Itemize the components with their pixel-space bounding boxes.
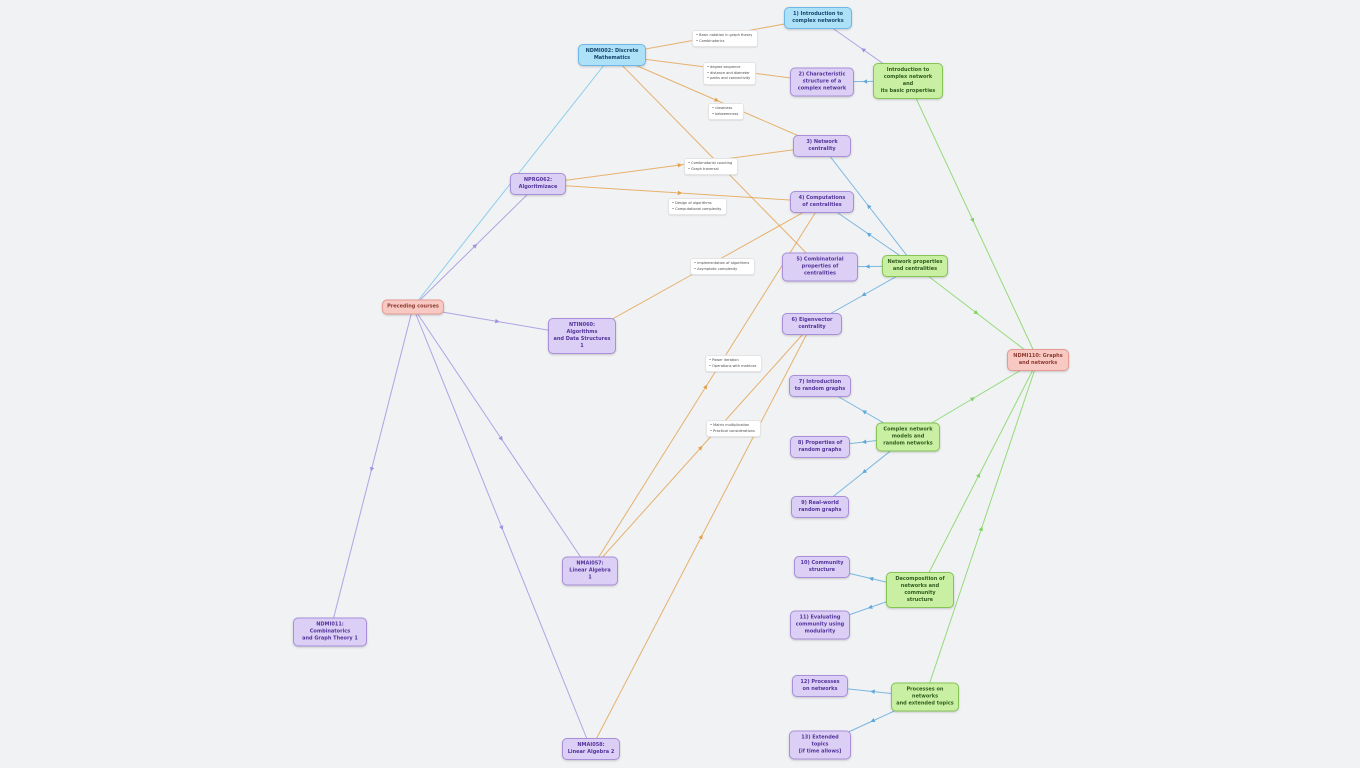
- edge-label-item: • Combinatorial counting: [688, 161, 733, 165]
- edge-g2-ndmi110: [914, 265, 1039, 361]
- node-ndmi011[interactable]: NDMI011: Combinatorics and Graph Theory …: [293, 617, 367, 647]
- node-g1[interactable]: Introduction to complex network and its …: [873, 63, 943, 99]
- edge-label-item: • Combinatorics: [696, 38, 725, 43]
- node-l13[interactable]: 13) Extended topics [if time allows]: [789, 730, 851, 760]
- node-nprg062[interactable]: NPRG062: Algoritmizace: [510, 173, 566, 195]
- edge-label-item: • Power iteration: [709, 358, 739, 362]
- edge-g2-l3: [821, 145, 916, 267]
- edge-label-5: • Design of algorithms• Computational co…: [668, 198, 728, 216]
- node-g2[interactable]: Network properties and centralities: [882, 255, 948, 277]
- edge-label-item: • Matrix multiplication: [710, 423, 750, 427]
- edge-nprg062-l3: [537, 145, 823, 185]
- edge-g1-ndmi110: [907, 80, 1039, 361]
- edge-label-item: • betweenness: [712, 111, 739, 116]
- edge-label-item: • paths and connectivity: [707, 76, 751, 81]
- edge-label-item: • Operations with matrices: [709, 363, 757, 368]
- edge-label-2: • degree sequence• distance and diameter…: [703, 62, 757, 85]
- edge-label-item: • Computational complexity: [672, 206, 722, 211]
- edge-label-3: • closeness• betweenness: [708, 103, 745, 121]
- node-ndmi110[interactable]: NDMI110: Graphs and networks: [1007, 349, 1069, 371]
- edge-g5-ndmi110: [924, 359, 1039, 698]
- node-l4[interactable]: 4) Computations of centralities: [790, 191, 854, 213]
- edge-label-item: • distance and diameter: [707, 70, 750, 75]
- node-l9[interactable]: 9) Real-world random graphs: [791, 496, 849, 518]
- node-l10[interactable]: 10) Community structure: [794, 556, 850, 578]
- edge-label-item: • Practical considerations: [710, 428, 755, 433]
- node-nmai058[interactable]: NMAI058: Linear Algebra 2: [562, 738, 620, 760]
- edge-nmai058-l6: [590, 323, 813, 750]
- edge-ndmi002-l3: [611, 54, 823, 147]
- node-l3[interactable]: 3) Network centrality: [793, 135, 851, 157]
- node-l2[interactable]: 2) Characteristic structure of a complex…: [790, 67, 854, 97]
- edge-g4-ndmi110: [919, 359, 1039, 591]
- node-g4[interactable]: Decomposition of networks and community …: [886, 572, 954, 608]
- edge-preceding-nmai057: [412, 306, 591, 572]
- edge-label-6: • Implementation of algorithms• Asymptot…: [690, 258, 756, 276]
- edge-label-1: • Basic notation in graph theory• Combin…: [692, 30, 759, 48]
- node-l8[interactable]: 8) Properties of random graphs: [790, 436, 850, 458]
- edge-label-item: • closeness: [712, 106, 733, 110]
- edge-label-item: • degree sequence: [707, 65, 741, 69]
- node-ntin060[interactable]: NTIN060: Algorithms and Data Structures …: [548, 318, 616, 354]
- node-g3[interactable]: Complex network models and random networ…: [876, 422, 940, 452]
- edge-label-item: • Asymptotic complexity: [694, 266, 738, 271]
- node-l5[interactable]: 5) Combinatorial properties of centralit…: [782, 252, 858, 282]
- edge-label-item: • Design of algorithms: [672, 201, 712, 205]
- node-nmai057[interactable]: NMAI057: Linear Algebra 1: [562, 556, 618, 586]
- node-l6[interactable]: 6) Eigenvector centrality: [782, 313, 842, 335]
- edge-preceding-nprg062: [412, 183, 539, 308]
- node-g5[interactable]: Processes on networks and extended topic…: [891, 682, 959, 712]
- node-l1[interactable]: 1) Introduction to complex networks: [784, 7, 852, 29]
- node-l7[interactable]: 7) Introduction to random graphs: [789, 375, 851, 397]
- node-ndmi002[interactable]: NDMI002: Discrete Mathematics: [578, 44, 646, 66]
- node-l12[interactable]: 12) Processes on networks: [792, 675, 848, 697]
- edge-preceding-ndmi011: [329, 306, 414, 633]
- edge-nmai057-l6: [589, 323, 813, 572]
- edge-nprg062-l4: [537, 183, 823, 203]
- edge-label-item: • Basic notation in graph theory: [696, 33, 753, 37]
- edge-label-item: • Implementation of algorithms: [694, 261, 750, 265]
- node-l11[interactable]: 11) Evaluating community using modularit…: [790, 610, 850, 640]
- edge-preceding-nmai058: [412, 306, 592, 750]
- edge-label-7: • Power iteration• Operations with matri…: [705, 355, 763, 373]
- edge-label-8: • Matrix multiplication• Practical consi…: [706, 420, 761, 438]
- edge-label-item: • Graph traversal: [688, 166, 719, 171]
- edge-label-4: • Combinatorial counting• Graph traversa…: [684, 158, 739, 176]
- node-preceding[interactable]: Preceding courses: [382, 299, 444, 315]
